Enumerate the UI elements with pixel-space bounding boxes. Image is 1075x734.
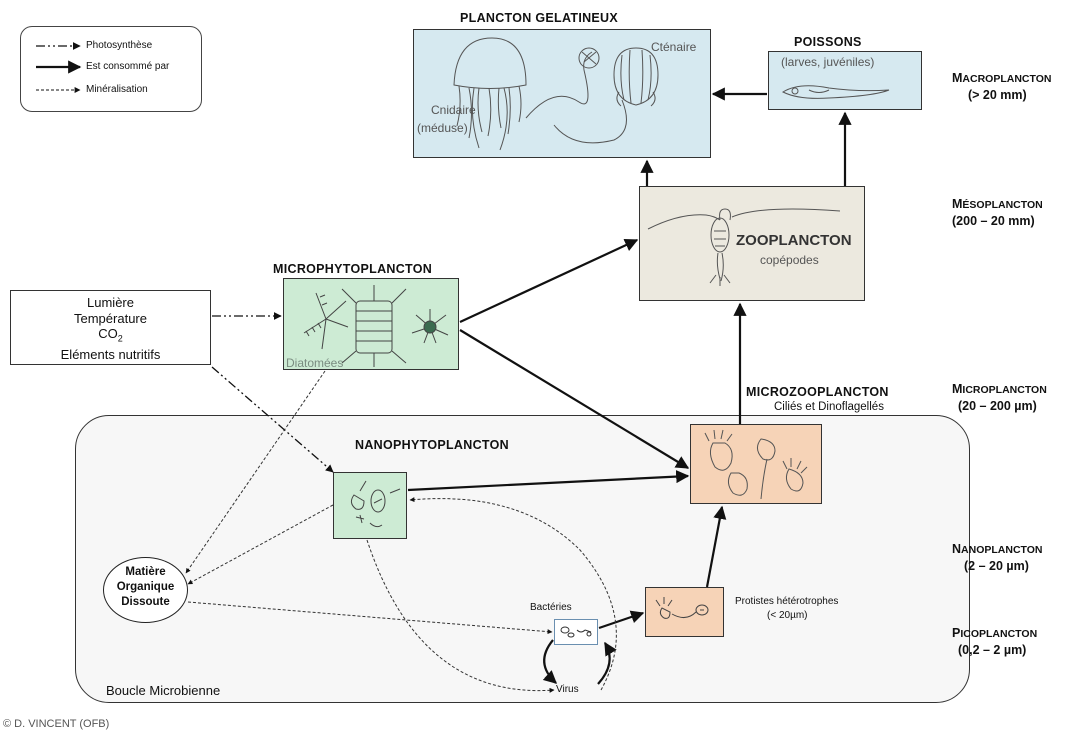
cnidarian-label-line2: (méduse) bbox=[417, 121, 468, 135]
copepod-illustration bbox=[647, 208, 841, 286]
gelatinous-title: PLANCTON GELATINEUX bbox=[460, 11, 619, 25]
bacteria-box bbox=[554, 619, 598, 645]
zooplankton-subtitle: copépodes bbox=[760, 253, 819, 267]
fish-larva-illustration bbox=[781, 85, 890, 99]
zooplankton-title: ZOOPLANCTON bbox=[736, 232, 852, 249]
legend-photosynthesis-label: Photosynthèse bbox=[86, 40, 153, 51]
virus-label: Virus bbox=[556, 684, 579, 695]
gelatinous-box: Cténaire Cnidaire (méduse) bbox=[413, 29, 711, 158]
environment-nutrients: Eléments nutritifs bbox=[60, 347, 161, 363]
microbial-loop-label: Boucle Microbienne bbox=[106, 683, 221, 698]
microphyto-box: Diatomées bbox=[283, 278, 459, 370]
nanophyto-box bbox=[333, 472, 407, 539]
credit: © D. VINCENT (OFB) bbox=[3, 718, 110, 730]
dom-ellipse bbox=[103, 557, 188, 623]
protists-label-line1: Protistes hétérotrophes bbox=[735, 596, 839, 607]
jellyfish-illustration bbox=[453, 37, 659, 151]
nanophyto-illustration bbox=[350, 480, 401, 528]
nanophyto-title: NANOPHYTOPLANCTON bbox=[355, 438, 509, 452]
fish-title: POISSONS bbox=[794, 35, 862, 49]
legend bbox=[20, 26, 202, 112]
environment-box: Lumière Température CO2 Eléments nutriti… bbox=[10, 290, 211, 365]
bacteria-illustration bbox=[560, 626, 592, 638]
fish-box: (larves, juvéniles) bbox=[768, 51, 922, 110]
size-class-microplankton: MICROPLANCTON (20 – 200 µm) bbox=[952, 382, 1047, 413]
dom-line2: Organique bbox=[116, 581, 175, 593]
dom-label: Matière Organique Dissoute bbox=[103, 565, 188, 610]
protists-label-line2: (< 20µm) bbox=[767, 610, 808, 621]
microzoo-box bbox=[690, 424, 822, 504]
dom-line1: Matière bbox=[125, 566, 166, 578]
environment-co2: CO2 bbox=[98, 326, 123, 344]
zooplankton-box: ZOOPLANCTON copépodes bbox=[639, 186, 865, 301]
legend-consumed-label: Est consommé par bbox=[86, 61, 170, 72]
microzoo-title: MICROZOOPLANCTON bbox=[746, 385, 889, 399]
size-class-macroplankton: MACROPLANCTON (> 20 mm) bbox=[952, 71, 1052, 102]
diatoms-illustration bbox=[303, 285, 449, 367]
cnidarian-label-line1: Cnidaire bbox=[431, 103, 476, 117]
dom-line3: Dissoute bbox=[121, 596, 170, 608]
fish-subtitle: (larves, juvéniles) bbox=[781, 55, 875, 69]
size-class-picoplankton: PICOPLANCTON (0,2 – 2 µm) bbox=[952, 626, 1038, 657]
environment-light: Lumière bbox=[87, 295, 134, 310]
size-class-mesoplankton: MÉSOPLANCTON (200 – 20 mm) bbox=[952, 197, 1043, 228]
protists-illustration bbox=[655, 597, 709, 619]
microzoo-subtitle: Ciliés et Dinoflagellés bbox=[774, 401, 884, 413]
size-class-nanoplankton: NANOPLANCTON (2 – 20 µm) bbox=[952, 542, 1043, 573]
legend-mineralisation-label: Minéralisation bbox=[86, 84, 148, 95]
protists-box bbox=[645, 587, 724, 637]
microphyto-subtitle: Diatomées bbox=[286, 356, 344, 370]
environment-temperature: Température bbox=[74, 310, 147, 326]
ctenophore-label: Cténaire bbox=[651, 40, 697, 54]
ciliates-illustration bbox=[704, 429, 808, 500]
bacteria-label: Bactéries bbox=[530, 602, 572, 613]
microphyto-title: MICROPHYTOPLANCTON bbox=[273, 262, 433, 276]
